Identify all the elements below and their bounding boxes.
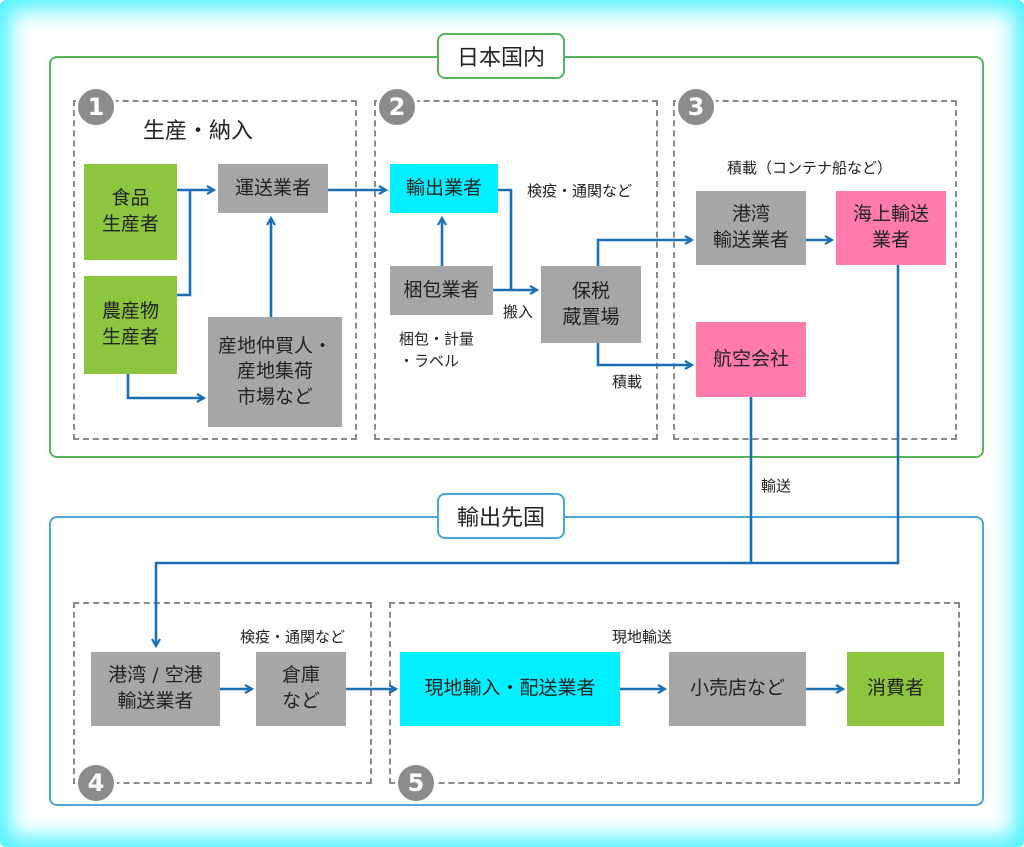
inspection-label: 検疫・通関など: [527, 182, 633, 200]
transport-company-box: 運送業者: [218, 164, 328, 213]
arrow-agri-to-transport: [177, 190, 192, 297]
destination-inspection-label: 検疫・通関など: [240, 628, 346, 646]
airline-box: 航空会社: [696, 322, 806, 397]
production-heading: 生産・納入: [143, 119, 254, 144]
loading-label: 積載: [612, 373, 643, 391]
port-airport-transport-box: 港湾 / 空港 輸送業者: [91, 652, 220, 726]
arrow-exporter-to-warehouse: [498, 188, 513, 290]
section-1: [73, 100, 357, 440]
marine-transport-box: 海上輸送 業者: [836, 191, 946, 265]
retailers-box: 小売店など: [669, 652, 806, 726]
transport-label: 輸送: [761, 477, 792, 495]
arrow-warehouse-to-airline: [596, 343, 692, 365]
section-4-number: 4: [75, 762, 117, 804]
local-buyers-box: 産地仲買人・ 産地集荷 市場など: [208, 317, 342, 427]
agri-producer-box: 農産物 生産者: [84, 276, 177, 374]
section-2-number: 2: [376, 86, 418, 128]
section-4: [73, 602, 372, 784]
food-producer-box: 食品 生産者: [84, 164, 177, 260]
destination-warehouse-box: 倉庫 など: [256, 652, 346, 726]
section-1-number: 1: [75, 86, 117, 128]
section-3-number: 3: [675, 86, 717, 128]
section-5-number: 5: [395, 762, 437, 804]
section-2: [374, 100, 658, 440]
arrow-warehouse-to-port: [596, 240, 692, 266]
local-import-delivery-box: 現地輸入・配送業者: [400, 652, 620, 726]
port-transport-box: 港湾 輸送業者: [696, 191, 806, 265]
loading-ship-label: 積載（コンテナ船など）: [727, 159, 893, 177]
packer-box: 梱包業者: [390, 266, 493, 315]
packing-label: 梱包・計量 ・ラベル: [399, 330, 475, 370]
exporter-box: 輸出業者: [390, 164, 498, 213]
local-transport-label: 現地輸送: [612, 628, 673, 646]
domestic-region-title: 日本国内: [437, 33, 565, 79]
carry-in-label: 搬入: [503, 303, 534, 321]
arrow-agri-to-buyers: [126, 374, 204, 398]
consumers-box: 消費者: [847, 652, 944, 726]
bonded-warehouse-box: 保税 蔵置場: [541, 266, 641, 343]
section-3: [673, 100, 957, 440]
arrow-marine-to-destination: [156, 265, 900, 646]
export-region-title: 輸出先国: [437, 493, 565, 539]
